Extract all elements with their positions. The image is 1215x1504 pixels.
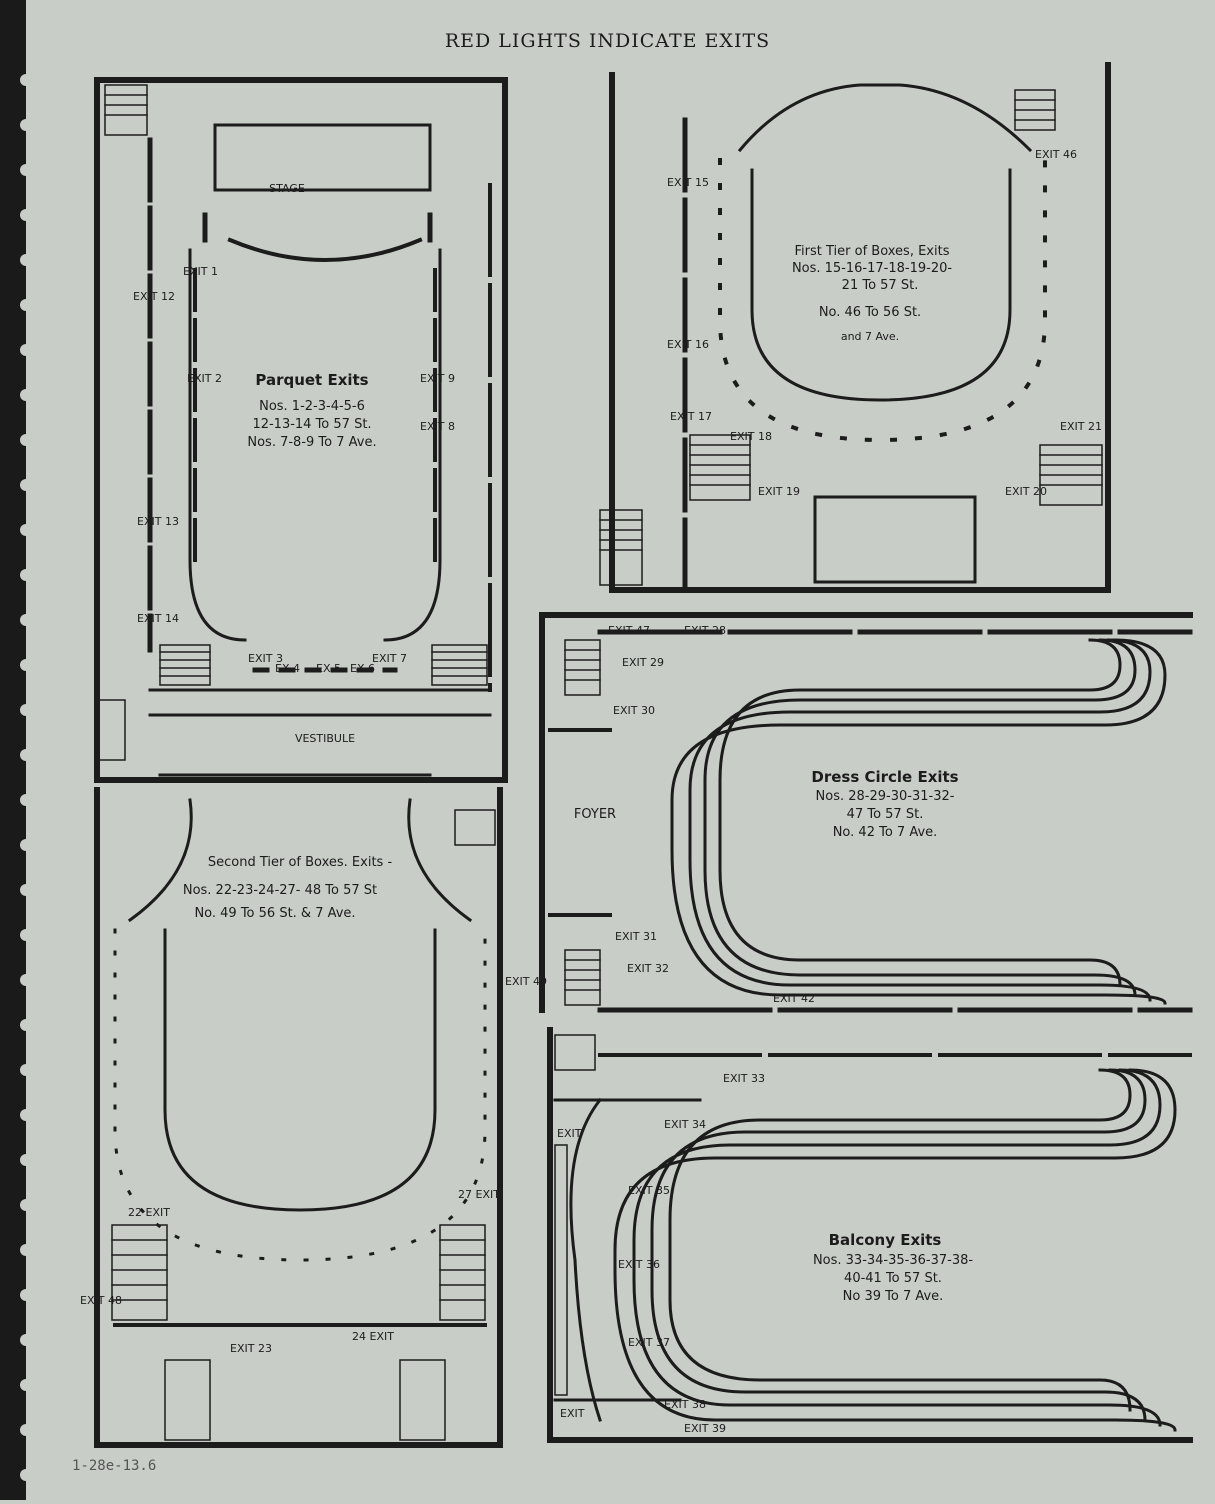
exit-label: EXIT 7 xyxy=(372,652,407,665)
foyer-label: FOYER xyxy=(574,807,616,822)
second-tier-line: Nos. 22-23-24-27- 48 To 57 St xyxy=(183,883,377,898)
balcony-line: Nos. 33-34-35-36-37-38- xyxy=(813,1253,973,1268)
exit-label: EXIT 49 xyxy=(505,975,547,988)
exit-label: EXIT 38 xyxy=(664,1398,706,1411)
exit-label: EXIT 18 xyxy=(730,430,772,443)
second-tier-title: Second Tier of Boxes. Exits - xyxy=(208,855,393,870)
exit-label: EXIT 21 xyxy=(1060,420,1102,433)
first-tier-line: and 7 Ave. xyxy=(841,330,899,343)
dress-circle-line: 47 To 57 St. xyxy=(847,807,924,822)
exit-label: EX 6 xyxy=(350,662,375,675)
page-header: RED LIGHTS INDICATE EXITS xyxy=(444,30,771,52)
first-tier-plan xyxy=(599,62,1111,593)
parquet-plan xyxy=(94,77,508,783)
dress-circle-title: Dress Circle Exits xyxy=(811,768,958,786)
exit-label: EXIT 37 xyxy=(628,1336,670,1349)
exit-label: EXIT 30 xyxy=(613,704,655,717)
exit-label: EXIT 46 xyxy=(1035,148,1077,161)
exit-label: 27 EXIT xyxy=(458,1188,500,1201)
exit-label: EXIT 36 xyxy=(618,1258,660,1271)
exit-label: EXIT 2 xyxy=(187,372,222,385)
vestibule-label: VESTIBULE xyxy=(295,732,355,745)
exit-label: EXIT 17 xyxy=(670,410,712,423)
dress-circle-line: No. 42 To 7 Ave. xyxy=(833,825,938,840)
parquet-line: Nos. 7-8-9 To 7 Ave. xyxy=(247,435,376,450)
balcony-title: Balcony Exits xyxy=(829,1231,942,1249)
exit-label: EX 5 xyxy=(316,662,341,675)
exit-label: EXIT 32 xyxy=(627,962,669,975)
exit-label: EX 4 xyxy=(275,662,300,675)
exit-label: EXIT 33 xyxy=(723,1072,765,1085)
exit-label: EXIT 1 xyxy=(183,265,218,278)
exit-label: EXIT 20 xyxy=(1005,485,1047,498)
archive-note: 1-28e-13.6 xyxy=(72,1458,157,1474)
exit-label: EXIT 29 xyxy=(622,656,664,669)
exit-label: EXIT 8 xyxy=(420,420,455,433)
second-tier-line: No. 49 To 56 St. & 7 Ave. xyxy=(194,906,355,921)
first-tier-line: 21 To 57 St. xyxy=(842,278,919,293)
exit-label: EXIT 34 xyxy=(664,1118,706,1131)
exit-label: EXIT 23 xyxy=(230,1342,272,1355)
dress-circle-plan xyxy=(539,612,1193,1013)
exit-label: 22 EXIT xyxy=(128,1206,170,1219)
page-edge xyxy=(0,0,40,1500)
exit-label: EXIT 13 xyxy=(137,515,179,528)
exit-label: EXIT 12 xyxy=(133,290,175,303)
balcony-line: No 39 To 7 Ave. xyxy=(843,1289,944,1304)
exit-label: 24 EXIT xyxy=(352,1330,394,1343)
exit-label: EXIT 16 xyxy=(667,338,709,351)
exit-label: EXIT xyxy=(557,1127,582,1140)
first-tier-title: First Tier of Boxes, Exits xyxy=(795,244,950,259)
exit-label: EXIT 31 xyxy=(615,930,657,943)
first-tier-line: Nos. 15-16-17-18-19-20- xyxy=(792,261,952,276)
exit-label: EXIT 48 xyxy=(80,1294,122,1307)
exit-label: EXIT 14 xyxy=(137,612,179,625)
stage-label: STAGE xyxy=(269,182,305,195)
exit-label: EXIT 39 xyxy=(684,1422,726,1435)
exit-label: EXIT 3 xyxy=(248,652,283,665)
exit-label: EXIT 47 xyxy=(608,624,650,637)
second-tier-plan xyxy=(94,787,503,1448)
exit-label: EXIT xyxy=(560,1407,585,1420)
exit-label: EXIT 35 xyxy=(628,1184,670,1197)
exit-label: EXIT 19 xyxy=(758,485,800,498)
parquet-title: Parquet Exits xyxy=(255,371,368,389)
parquet-line: 12-13-14 To 57 St. xyxy=(252,417,371,432)
exit-label: EXIT 15 xyxy=(667,176,709,189)
balcony-line: 40-41 To 57 St. xyxy=(844,1271,942,1286)
exit-label: EXIT 28 xyxy=(684,624,726,637)
first-tier-line: No. 46 To 56 St. xyxy=(819,305,921,320)
parquet-line: Nos. 1-2-3-4-5-6 xyxy=(259,399,365,414)
balcony-plan xyxy=(547,1027,1193,1443)
dress-circle-line: Nos. 28-29-30-31-32- xyxy=(816,789,955,804)
exit-label: EXIT 42 xyxy=(773,992,815,1005)
exit-label: EXIT 9 xyxy=(420,372,455,385)
